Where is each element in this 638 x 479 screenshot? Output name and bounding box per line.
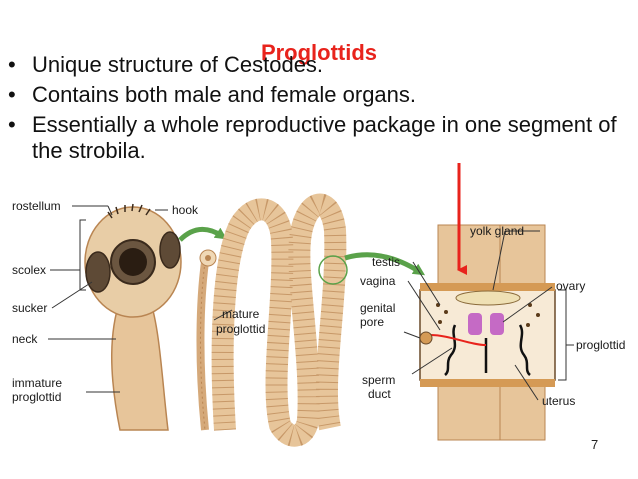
bullet-list: • Unique structure of Cestodes. • Contains… (6, 52, 626, 168)
immature-proglottid-label-2: proglottid (12, 390, 61, 404)
green-arrow (178, 226, 227, 242)
bullet-icon: • (8, 82, 16, 107)
neck-label: neck (12, 332, 38, 346)
proglottid-label: proglottid (576, 338, 625, 352)
bullet-text: Essentially a whole reproductive package… (32, 112, 617, 163)
genital-pore-shape (419, 331, 433, 345)
bullet-text: Unique structure of Cestodes. (32, 52, 324, 77)
bullet-item: • Essentially a whole reproductive packag… (6, 112, 626, 164)
bullet-text: Contains both male and female organs. (32, 82, 417, 107)
hooks-crown (107, 203, 151, 219)
rostellum-label: rostellum (12, 199, 61, 213)
yolk-gland-label: yolk gland (470, 224, 524, 238)
vagina-label: vagina (360, 274, 396, 288)
bullet-icon: • (8, 112, 16, 137)
bullet-item: • Unique structure of Cestodes. (6, 52, 626, 78)
slide-title: Proglottids (260, 40, 378, 65)
uterus-branches (444, 324, 531, 376)
immature-proglottid-label-1: immature (12, 376, 62, 390)
scolex-illustration (84, 203, 182, 431)
leader-lines (48, 205, 574, 401)
ovary-label: ovary (556, 279, 585, 293)
sucker-label: sucker (12, 301, 47, 315)
ovary-shape (468, 313, 504, 335)
yolk-gland-shape (455, 290, 521, 306)
green-arrow (344, 252, 426, 276)
sperm-duct-label-1: sperm (362, 373, 395, 387)
scolex-label: scolex (12, 263, 46, 277)
mature-proglottid-label-1: mature (222, 307, 260, 321)
strobila-chain (196, 193, 348, 447)
slide-number: 7 (591, 437, 599, 452)
vagina-duct (429, 334, 487, 346)
genital-pore-label-1: genital (360, 301, 395, 315)
uterus-label: uterus (542, 394, 575, 408)
proglottid-illustration (419, 224, 556, 441)
testis-label: testis (372, 255, 400, 269)
bullet-icon: • (8, 52, 16, 77)
bullet-item: • Contains both male and female organs. (6, 82, 626, 108)
sperm-duct-label-2: duct (368, 387, 391, 401)
mature-proglottid-label-2: proglottid (216, 322, 265, 336)
hook-label: hook (172, 203, 199, 217)
genital-pore-label-2: pore (360, 315, 384, 329)
